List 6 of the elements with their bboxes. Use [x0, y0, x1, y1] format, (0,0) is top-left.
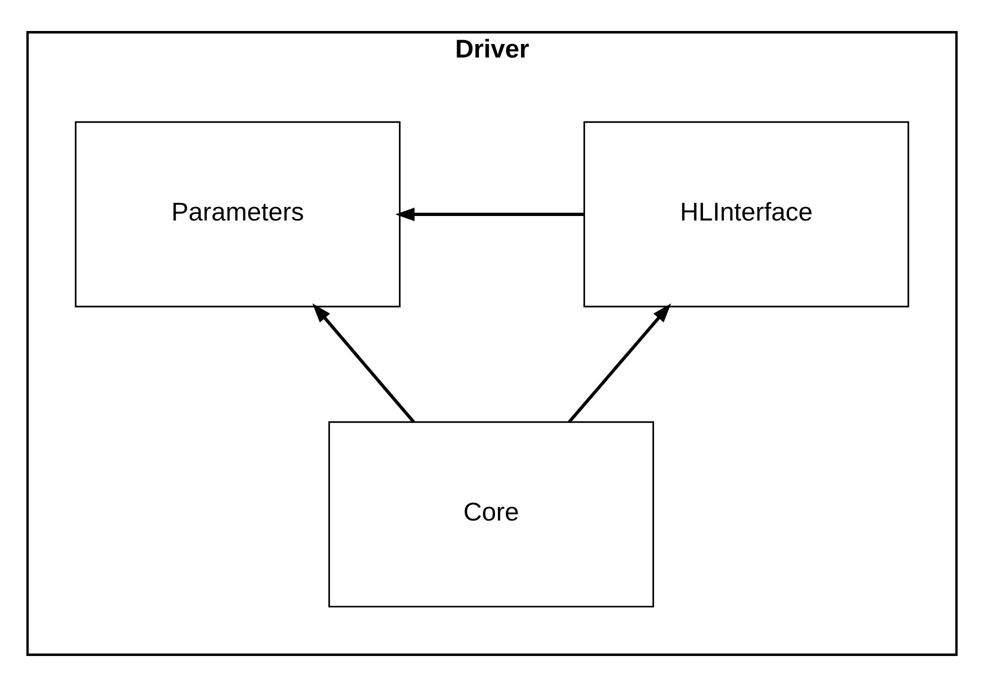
node-box: Core [328, 420, 654, 607]
node-box: HLInterface [583, 120, 910, 307]
node-box: Parameters [74, 120, 401, 307]
arrow [395, 207, 584, 221]
arrow [568, 302, 672, 423]
arrow [312, 302, 415, 423]
